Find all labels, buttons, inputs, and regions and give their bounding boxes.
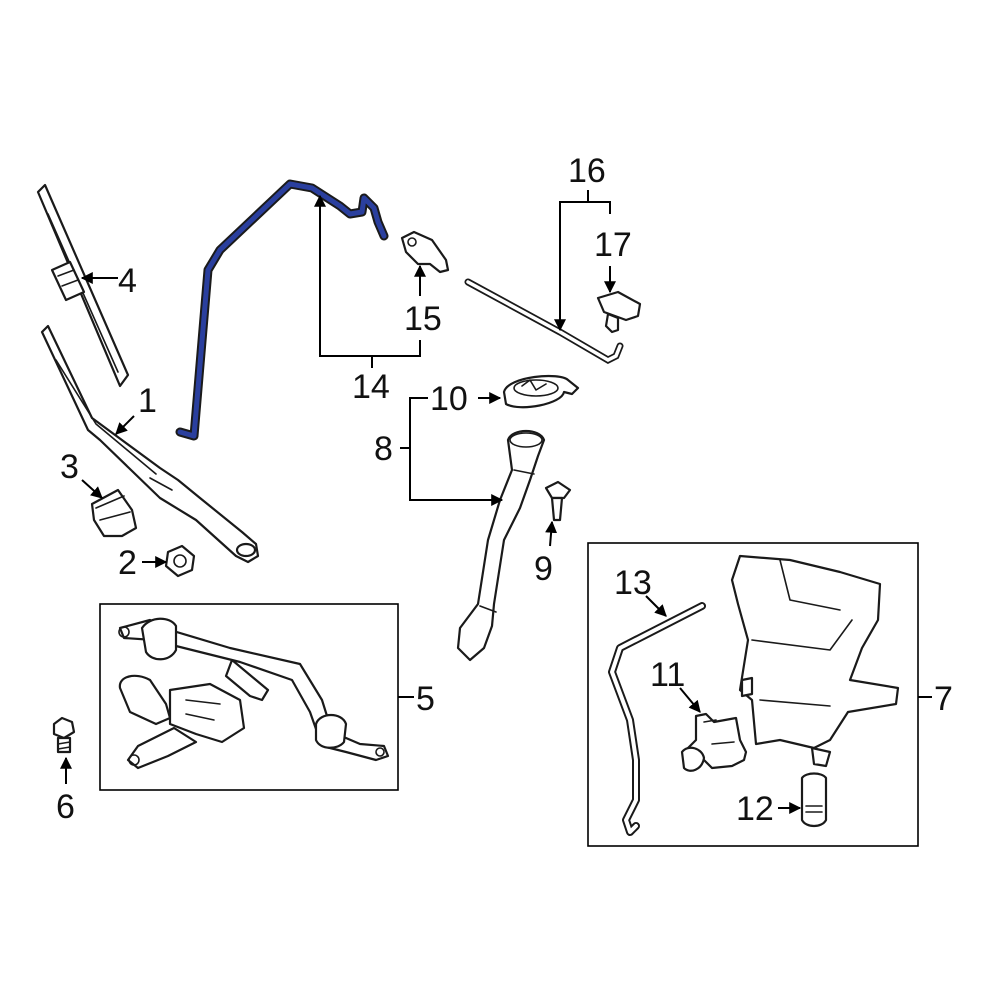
callout-12: 12 bbox=[736, 790, 774, 828]
callout-6: 6 bbox=[56, 788, 75, 826]
callout-16: 16 bbox=[568, 152, 606, 190]
washer-hose-part-16[interactable] bbox=[464, 278, 624, 364]
wiper-blade-part-4[interactable] bbox=[36, 183, 130, 388]
wiper-linkage-part-5[interactable] bbox=[118, 617, 390, 770]
level-sensor-part-12[interactable] bbox=[800, 772, 828, 828]
callout-numbers: 1 2 3 4 5 6 7 8 9 10 11 12 13 14 15 16 1… bbox=[56, 152, 953, 828]
bolt-part-6[interactable] bbox=[52, 716, 76, 754]
callout-15: 15 bbox=[404, 300, 442, 338]
reservoir-box bbox=[587, 542, 919, 847]
callout-17: 17 bbox=[594, 226, 632, 264]
callout-7: 7 bbox=[934, 680, 953, 718]
washer-reservoir-part-7[interactable] bbox=[730, 554, 900, 768]
filler-cap-part-10[interactable] bbox=[502, 374, 580, 409]
washer-nozzle-part-17[interactable] bbox=[596, 290, 642, 334]
wiper-arm-part-1[interactable] bbox=[40, 324, 260, 564]
filler-neck-part-8[interactable] bbox=[456, 429, 546, 662]
callout-2: 2 bbox=[118, 544, 137, 582]
washer-hose-part-14[interactable] bbox=[175, 179, 389, 441]
callout-1: 1 bbox=[138, 382, 157, 420]
callout-11: 11 bbox=[650, 656, 685, 694]
callout-13: 13 bbox=[614, 564, 652, 602]
washer-pump-part-11[interactable] bbox=[680, 712, 748, 772]
nut-part-2[interactable] bbox=[164, 544, 196, 578]
callout-9: 9 bbox=[534, 550, 553, 588]
callout-4: 4 bbox=[118, 262, 137, 300]
hose-part-13[interactable] bbox=[608, 602, 706, 836]
callout-8: 8 bbox=[374, 430, 393, 468]
callout-14: 14 bbox=[352, 368, 390, 406]
clip-part-9[interactable] bbox=[544, 480, 572, 522]
callout-10: 10 bbox=[430, 380, 468, 418]
pivot-cap-part-3[interactable] bbox=[90, 488, 138, 538]
callout-5: 5 bbox=[416, 680, 435, 718]
callout-3: 3 bbox=[60, 448, 79, 486]
hose-connector-part-15[interactable] bbox=[400, 230, 450, 274]
leader-lines bbox=[60, 190, 932, 814]
